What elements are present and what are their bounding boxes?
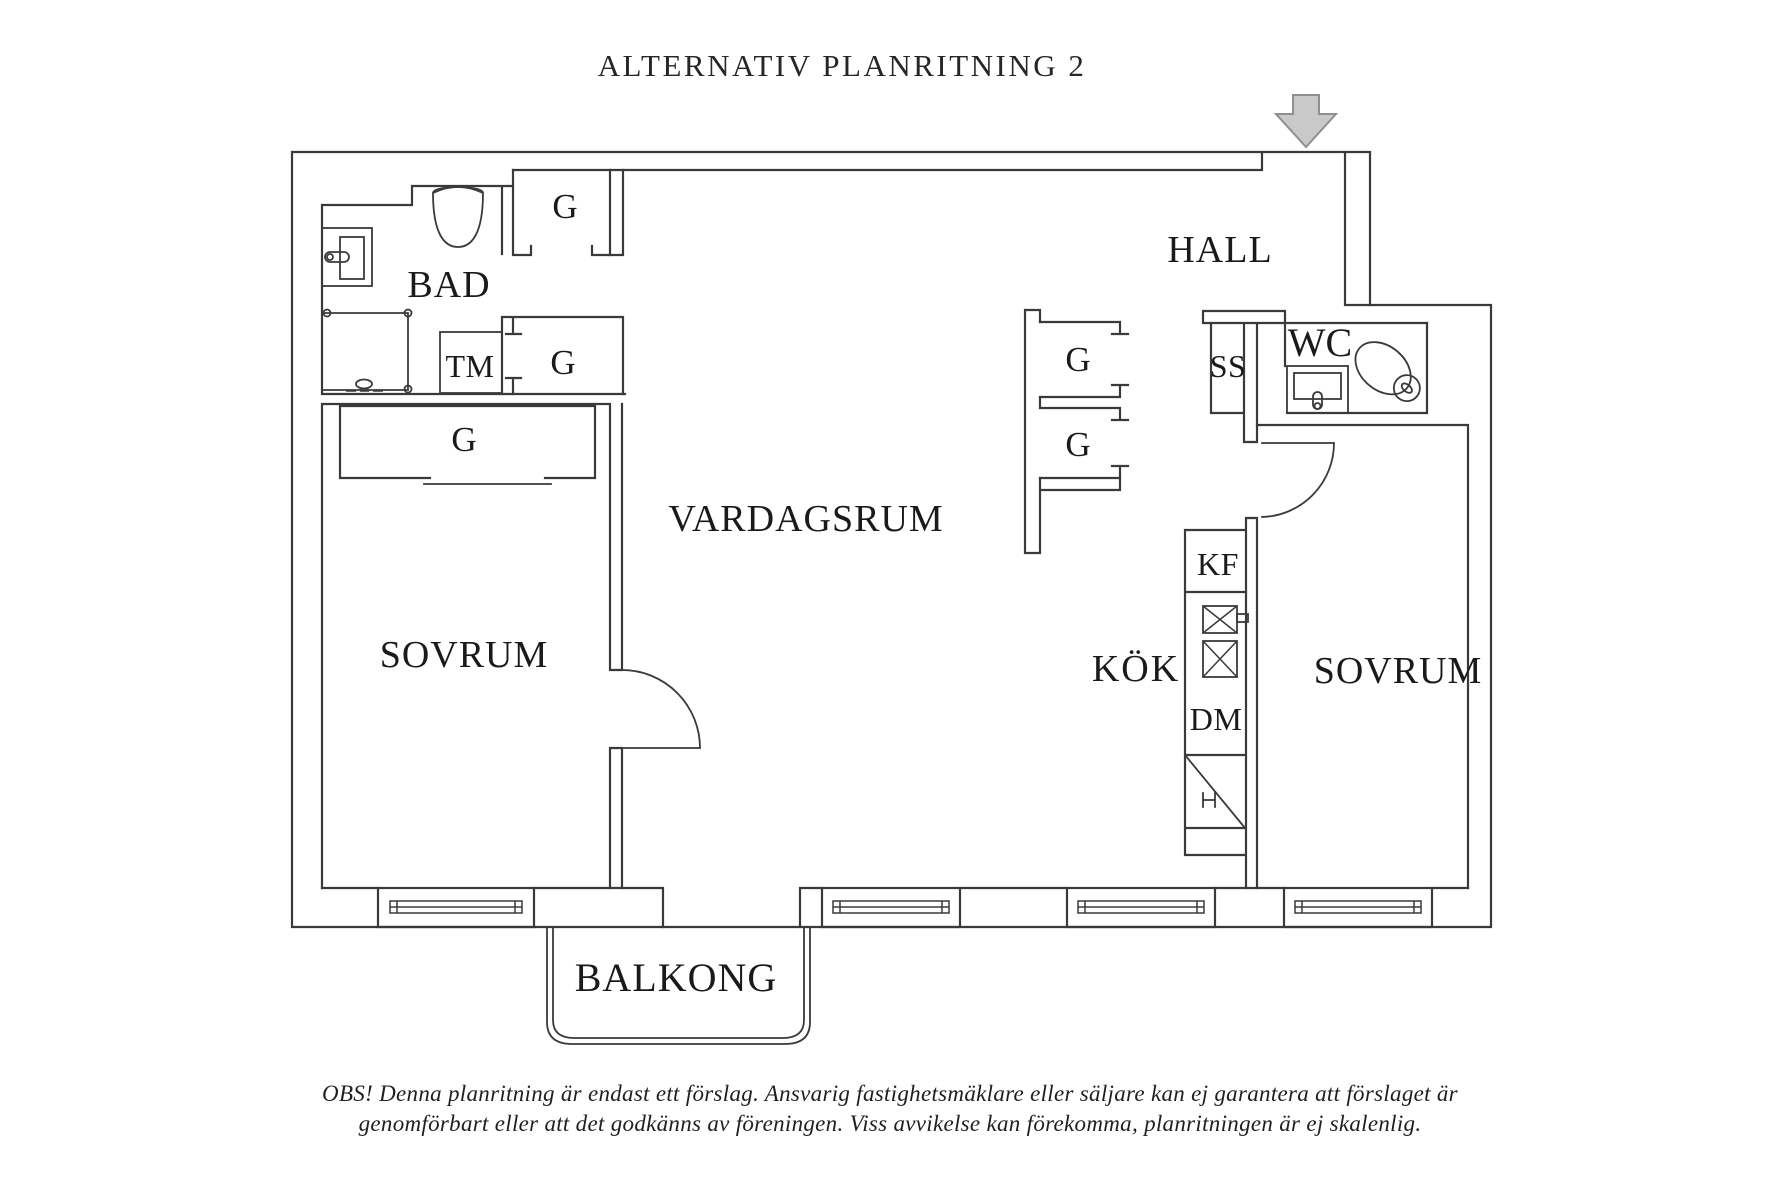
label-ss: SS: [1210, 348, 1247, 384]
room-label-hall: HALL: [1167, 229, 1272, 271]
window: [1065, 886, 1217, 929]
bedroom-right-door: [1261, 442, 1335, 518]
ss-closet-walls: [1201, 309, 1429, 444]
room-label-balkong: BALKONG: [575, 955, 778, 1000]
closet-mid-top: [1038, 320, 1130, 399]
wardrobe-box: [338, 404, 597, 480]
room-label-vardagsrum: VARDAGSRUM: [668, 498, 943, 540]
label-tm: TM: [446, 348, 495, 384]
window: [820, 886, 962, 929]
shower-icon: [322, 308, 413, 394]
window: [376, 886, 536, 929]
room-label-kok: KÖK: [1092, 648, 1180, 690]
page-title: ALTERNATIV PLANRITNING 2: [598, 48, 1087, 83]
stove-icon: [1183, 753, 1247, 830]
bad-door-jamb-wall: [608, 168, 625, 257]
exterior-wall: [290, 150, 1493, 929]
disclaimer-line-1: OBS! Denna planritning är endast ett för…: [322, 1081, 1459, 1106]
kitchen-counter: [1183, 528, 1247, 857]
toilet-icon: [432, 186, 484, 248]
top-wall-inner: [511, 151, 1372, 307]
entry-arrow-icon: [1273, 94, 1339, 149]
bad-walls: [320, 184, 627, 396]
closet-label-g: G: [1065, 340, 1090, 379]
room-label-sovrum-right: SOVRUM: [1314, 650, 1483, 692]
closet-label-g: G: [451, 420, 476, 459]
label-kf: KF: [1197, 546, 1239, 582]
room-label-wc: WC: [1288, 320, 1352, 365]
bedroom-right-walls: [1244, 423, 1470, 890]
balcony-outline: [546, 926, 811, 1045]
label-dm: DM: [1190, 701, 1243, 737]
closet-label-g: G: [1065, 425, 1090, 464]
window: [1282, 886, 1434, 929]
bedroom-left-walls: [320, 402, 624, 890]
kitchen-sink-icon: [1202, 605, 1249, 678]
closet-bad-bottom: [500, 315, 625, 396]
closet-mid-bottom: [1038, 406, 1130, 480]
room-label-sovrum-left: SOVRUM: [380, 634, 549, 676]
closet-label-g: G: [552, 187, 577, 226]
bedroom-left-door: [621, 669, 701, 749]
closet-label-g: G: [550, 343, 575, 382]
closet-bad-top: [511, 168, 612, 257]
bottom-wall-inner: [320, 886, 1470, 929]
bathroom-sink-icon: [321, 227, 373, 287]
disclaimer-line-2: genomförbart eller att det godkänns av f…: [359, 1111, 1422, 1136]
wc-sink-icon: [1286, 365, 1349, 414]
room-label-bad: BAD: [407, 264, 490, 306]
mid-closet-spine: [1023, 308, 1122, 555]
wc-toilet-icon: [1354, 341, 1421, 403]
